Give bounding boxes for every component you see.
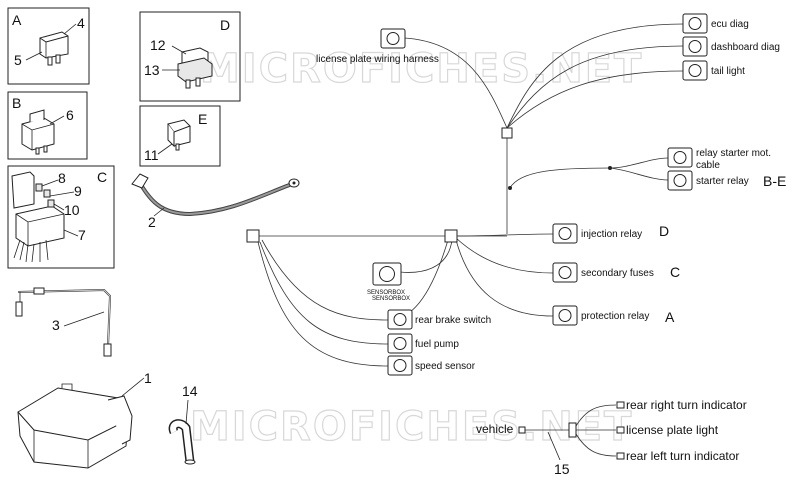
conn-dashboard-diag xyxy=(682,36,708,57)
label-sensorbox: SENSORBOX xyxy=(367,290,405,296)
label-relay-starter-cable: cable xyxy=(696,160,720,171)
label-license-plate-wiring-harness: license plate wiring harness xyxy=(316,54,439,65)
conn-rear-brake-switch xyxy=(387,309,413,330)
relay-a-icon xyxy=(39,31,69,66)
conn-ecu-diag xyxy=(682,13,708,34)
conn-protection-relay xyxy=(552,305,578,326)
callout-1: 1 xyxy=(144,370,152,386)
license-light-connector xyxy=(616,426,625,434)
callout-14: 14 xyxy=(182,383,198,399)
conn-injection-relay xyxy=(552,223,578,244)
label-rear-brake-switch: rear brake switch xyxy=(415,315,491,326)
inset-a: A 4 5 xyxy=(7,7,90,85)
fuse-icon xyxy=(167,119,191,151)
callout-13: 13 xyxy=(144,62,160,78)
rear-right-connector xyxy=(616,401,625,409)
inset-d: D 12 13 xyxy=(139,11,241,102)
ref-protection-relay: A xyxy=(665,309,675,325)
rear-left-connector xyxy=(616,452,625,460)
label-relay-starter-mot: relay starter mot. xyxy=(696,148,771,159)
schematic-wires xyxy=(257,23,684,367)
watermark-top: MICROFICHES.NET xyxy=(200,46,643,92)
label-vehicle: vehicle xyxy=(476,422,514,436)
center-hub-node xyxy=(444,229,458,243)
callout-12: 12 xyxy=(150,37,166,53)
conn-sensorbox xyxy=(372,262,402,286)
inset-c-letter: C xyxy=(97,169,107,185)
conn-license-plate-harness xyxy=(380,28,406,49)
ref-secondary-fuses: C xyxy=(670,264,680,280)
inset-b-letter: B xyxy=(12,95,21,111)
callout-11: 11 xyxy=(144,147,159,163)
fuse-box-icon xyxy=(11,171,65,263)
top-hub-node xyxy=(501,127,513,139)
label-starter-relay: starter relay xyxy=(696,176,749,187)
callout-15: 15 xyxy=(554,461,570,477)
label-injection-relay: injection relay xyxy=(581,229,642,240)
conn-secondary-fuses xyxy=(552,262,578,283)
label-secondary-fuses: secondary fuses xyxy=(581,268,654,279)
inset-c: C 8 9 10 7 xyxy=(7,165,115,269)
conn-speed-sensor xyxy=(387,355,413,376)
label-tail-light: tail light xyxy=(711,66,745,77)
callout-10: 10 xyxy=(64,202,80,218)
callout-5: 5 xyxy=(14,52,22,68)
callout-2: 2 xyxy=(148,214,156,230)
conn-fuel-pump xyxy=(387,333,413,354)
label-license-plate-light: license plate light xyxy=(626,423,719,437)
ref-injection-relay: D xyxy=(659,223,669,239)
ref-starter-relay: B-E xyxy=(763,173,786,189)
label-fuel-pump: fuel pump xyxy=(415,339,459,350)
left-hub-node xyxy=(246,229,260,243)
wiring-harness-3: 3 xyxy=(15,287,112,357)
inset-a-letter: A xyxy=(12,12,22,28)
label-speed-sensor: speed sensor xyxy=(415,361,476,372)
callout-3: 3 xyxy=(52,317,60,333)
inset-e-letter: E xyxy=(198,111,207,127)
label-dashboard-diag: dashboard diag xyxy=(711,42,780,53)
inset-d-letter: D xyxy=(220,17,230,33)
schematic-connectors xyxy=(246,13,708,376)
label-sensorbox-sub: SENSORBOX xyxy=(372,296,410,302)
conn-relay-starter-cable xyxy=(667,147,693,168)
conn-starter-relay xyxy=(667,170,693,191)
splice-block xyxy=(568,422,577,438)
relay-b-icon xyxy=(21,109,55,155)
label-ecu-diag: ecu diag xyxy=(711,19,749,30)
callout-8: 8 xyxy=(58,170,66,186)
callout-6: 6 xyxy=(66,107,74,123)
label-rear-right-turn: rear right turn indicator xyxy=(626,398,747,412)
schematic-labels: license plate wiring harness ecu diag da… xyxy=(316,19,786,372)
ecu-unit: 1 xyxy=(17,370,152,469)
watermark-bottom: MICROFICHES.NET xyxy=(190,404,633,450)
callout-7: 7 xyxy=(78,227,86,243)
conn-tail-light xyxy=(682,60,708,81)
relay-d-icon xyxy=(177,47,213,89)
inset-b: B 6 xyxy=(7,91,88,160)
battery-cable: 2 xyxy=(131,173,300,230)
inset-e: E 11 xyxy=(139,105,221,167)
callout-4: 4 xyxy=(77,15,85,31)
label-rear-left-turn: rear left turn indicator xyxy=(626,449,739,463)
callout-9: 9 xyxy=(74,183,82,199)
turn-indicator-harness: vehicle rear right turn indicator licens… xyxy=(476,398,747,477)
label-protection-relay: protection relay xyxy=(581,311,649,322)
breather-pipe: 14 xyxy=(168,383,198,465)
vehicle-connector xyxy=(518,426,526,434)
